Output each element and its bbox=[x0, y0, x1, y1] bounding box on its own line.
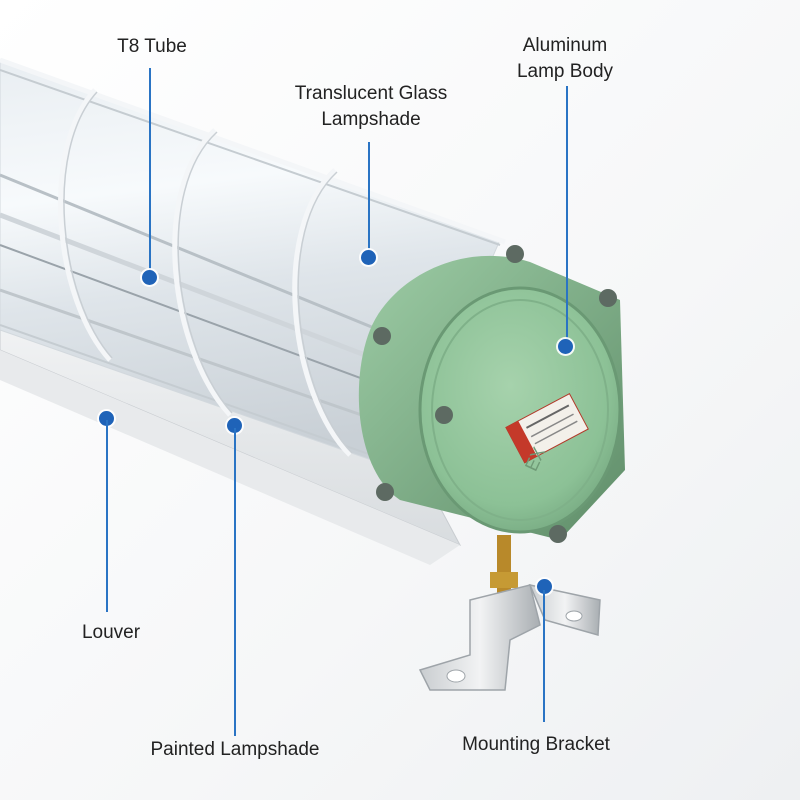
mounting-bracket bbox=[418, 535, 601, 691]
leader-louver bbox=[106, 420, 108, 612]
wire-guard bbox=[0, 57, 506, 457]
leader-t8-tube bbox=[149, 68, 151, 273]
label-glass-line2: Lampshade bbox=[321, 109, 421, 130]
marker-dot-t8-tube bbox=[142, 270, 157, 285]
label-glass-line1: Translucent Glass bbox=[294, 83, 448, 104]
leader-aluminum-lamp-body bbox=[566, 86, 568, 346]
label-louver: Louver bbox=[81, 622, 141, 643]
leader-glass-lampshade bbox=[368, 142, 370, 258]
marker-dot-painted-lampshade bbox=[227, 418, 242, 433]
leader-mounting-bracket bbox=[543, 590, 545, 722]
label-painted-lampshade: Painted Lampshade bbox=[150, 739, 320, 760]
label-aluminum-line2: Lamp Body bbox=[516, 61, 614, 82]
leader-painted-lampshade bbox=[234, 428, 236, 736]
marker-dot-mounting-bracket bbox=[537, 579, 552, 594]
marker-dot-aluminum-lamp-body bbox=[558, 339, 573, 354]
marker-dot-glass-lampshade bbox=[361, 250, 376, 265]
label-aluminum-line1: Aluminum bbox=[522, 35, 608, 56]
label-aluminum-lamp-body: Aluminum Lamp Body bbox=[505, 33, 625, 85]
label-translucent-glass-lampshade: Translucent Glass Lampshade bbox=[280, 81, 462, 133]
label-mounting-bracket: Mounting Bracket bbox=[462, 734, 610, 755]
marker-dot-louver bbox=[99, 411, 114, 426]
label-t8-tube: T8 Tube bbox=[117, 36, 187, 57]
